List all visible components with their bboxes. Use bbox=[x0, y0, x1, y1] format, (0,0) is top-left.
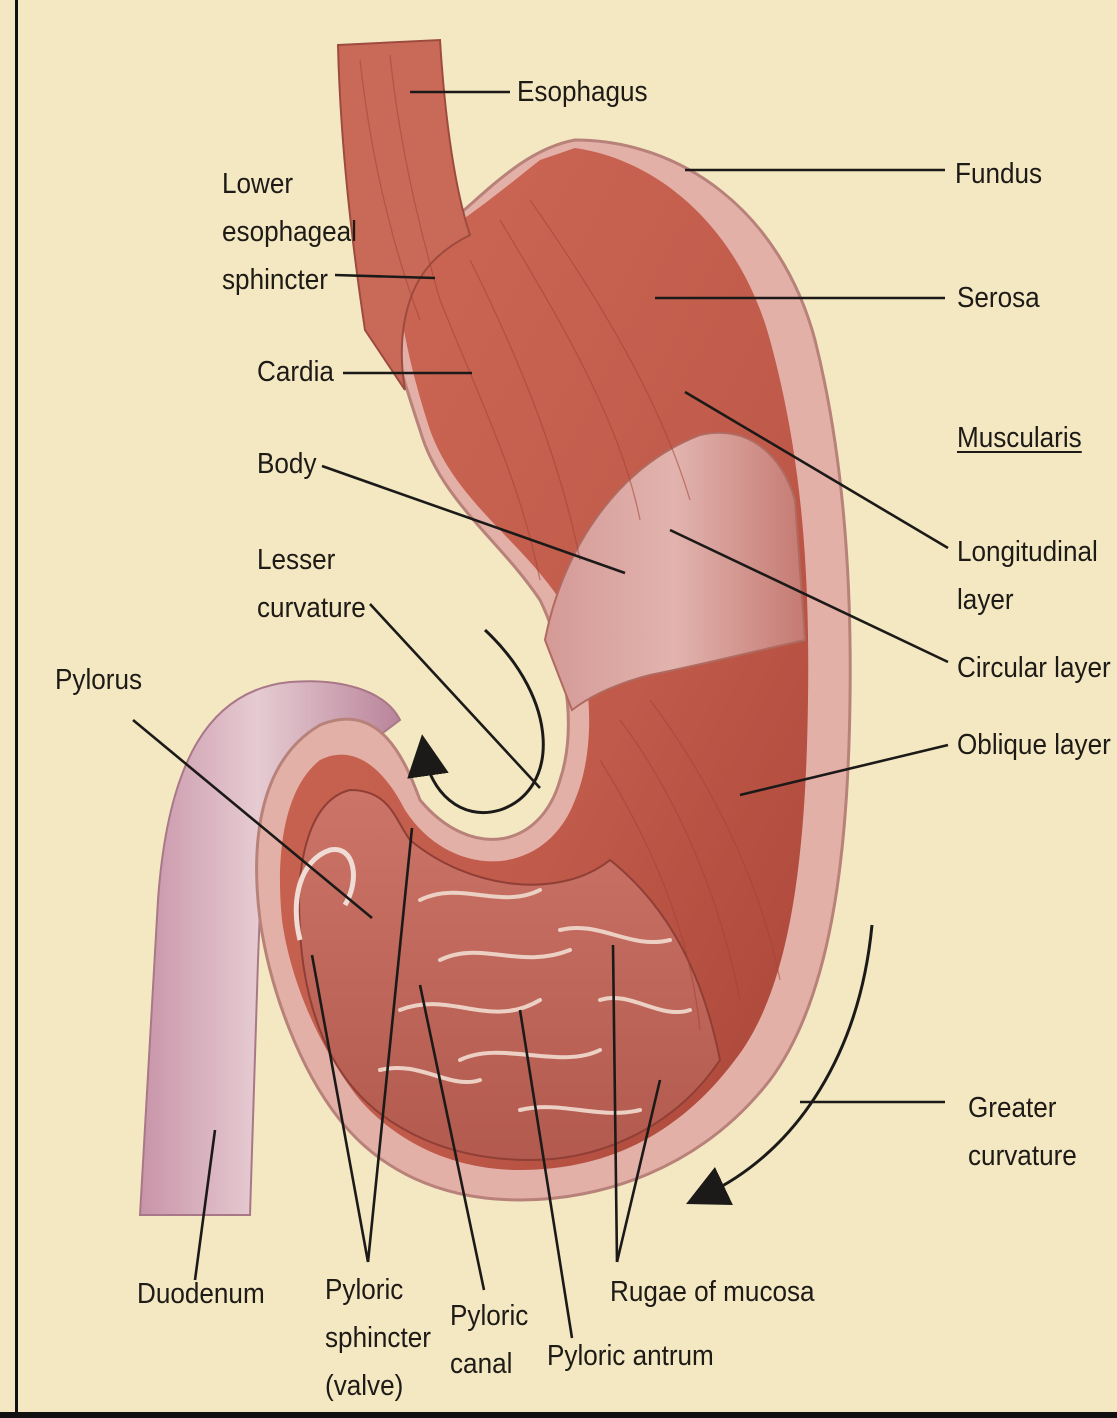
label-longitudinal-layer: Longitudinal layer bbox=[957, 528, 1098, 624]
label-circular-layer: Circular layer bbox=[957, 650, 1111, 686]
label-esophagus: Esophagus bbox=[517, 74, 648, 110]
left-frame-line bbox=[15, 0, 18, 1418]
label-duodenum: Duodenum bbox=[137, 1276, 265, 1312]
label-rugae-of-mucosa: Rugae of mucosa bbox=[610, 1274, 815, 1310]
label-muscularis: Muscularis bbox=[957, 420, 1082, 456]
label-body: Body bbox=[257, 446, 316, 482]
label-oblique-layer: Oblique layer bbox=[957, 727, 1111, 763]
label-cardia: Cardia bbox=[257, 354, 334, 390]
bottom-frame-line bbox=[0, 1412, 1117, 1418]
label-pylorus: Pylorus bbox=[55, 662, 142, 698]
label-fundus: Fundus bbox=[955, 156, 1042, 192]
label-pyloric-antrum: Pyloric antrum bbox=[547, 1338, 714, 1374]
label-greater-curvature: Greater curvature bbox=[968, 1084, 1077, 1180]
label-serosa: Serosa bbox=[957, 280, 1040, 316]
label-pyloric-sphincter: Pyloric sphincter (valve) bbox=[325, 1266, 431, 1410]
label-lower-esophageal-sphincter: Lower esophageal sphincter bbox=[222, 160, 357, 304]
label-pyloric-canal: Pyloric canal bbox=[450, 1292, 528, 1388]
label-lesser-curvature: Lesser curvature bbox=[257, 536, 366, 632]
